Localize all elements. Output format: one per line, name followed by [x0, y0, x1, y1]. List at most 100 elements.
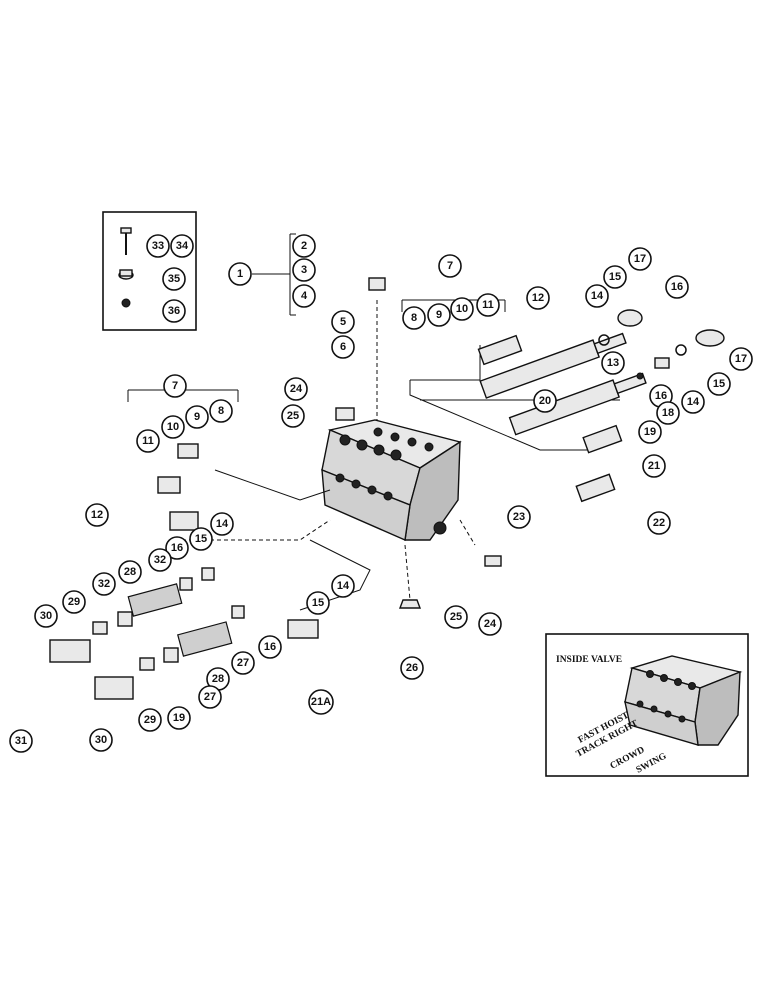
callout-circle	[170, 234, 194, 258]
callout-7: 7	[438, 254, 462, 278]
callout-circle	[707, 372, 731, 396]
callout-20: 20	[533, 389, 557, 413]
callout-circle	[526, 286, 550, 310]
callout-number: 30	[95, 734, 107, 746]
callout-29: 29	[62, 590, 86, 614]
callout-circle	[585, 284, 609, 308]
callout-4: 4	[292, 284, 316, 308]
callout-circle	[450, 297, 474, 321]
valve-body	[321, 419, 462, 542]
callout-number: 13	[607, 357, 619, 369]
callout-circle	[400, 656, 424, 680]
callout-number: 15	[609, 271, 621, 283]
callout-23: 23	[507, 505, 531, 529]
callout-14: 14	[585, 284, 609, 308]
callout-number: 26	[406, 662, 418, 674]
callout-number: 3	[301, 264, 307, 276]
bolt-part	[118, 227, 134, 308]
callout-number: 2	[301, 240, 307, 252]
callout-8: 8	[209, 399, 233, 423]
callout-26: 26	[400, 656, 424, 680]
callout-16: 16	[258, 635, 282, 659]
callout-number: 11	[142, 435, 154, 447]
callout-28: 28	[206, 667, 230, 691]
callout-14: 14	[331, 574, 355, 598]
callout-circle	[507, 505, 531, 529]
callout-circle	[146, 234, 170, 258]
callout-circle	[162, 299, 186, 323]
callout-circle	[638, 420, 662, 444]
callout-number: 12	[532, 292, 544, 304]
callout-circle	[89, 728, 113, 752]
callout-9: 9	[185, 405, 209, 429]
callout-circle	[308, 689, 334, 715]
callout-19: 19	[638, 420, 662, 444]
callout-number: 7	[172, 380, 178, 392]
callout-number: 7	[447, 260, 453, 272]
callout-circle	[427, 303, 451, 327]
callout-30: 30	[89, 728, 113, 752]
callout-number: 14	[216, 518, 229, 530]
callout-9: 9	[427, 303, 451, 327]
callout-number: 29	[68, 596, 80, 608]
callout-circle	[533, 389, 557, 413]
callout-number: 19	[644, 426, 656, 438]
callout-28: 28	[118, 560, 142, 584]
callout-number: 21A	[311, 696, 331, 708]
callout-number: 17	[735, 353, 747, 365]
callout-35: 35	[162, 267, 186, 291]
callout-number: 15	[713, 378, 725, 390]
callout-number: 27	[204, 691, 216, 703]
callout-number: 15	[195, 533, 207, 545]
callout-number: 34	[176, 240, 189, 252]
callout-30: 30	[34, 604, 58, 628]
callout-17: 17	[729, 347, 753, 371]
callout-circle	[34, 604, 58, 628]
callout-number: 16	[264, 641, 276, 653]
callout-number: 28	[124, 566, 136, 578]
callout-number: 9	[194, 411, 200, 423]
callout-6: 6	[331, 335, 355, 359]
callout-19: 19	[167, 706, 191, 730]
callout-number: 14	[591, 290, 604, 302]
callout-number: 8	[218, 405, 224, 417]
callout-number: 8	[411, 312, 417, 324]
callout-33: 33	[146, 234, 170, 258]
callout-24: 24	[284, 377, 308, 401]
callout-number: 24	[290, 383, 303, 395]
callout-circle	[281, 404, 305, 428]
callout-circle	[258, 635, 282, 659]
callout-34: 34	[170, 234, 194, 258]
callout-5: 5	[331, 310, 355, 334]
callout-circle	[681, 390, 705, 414]
callout-circle	[331, 335, 355, 359]
callout-number: 14	[337, 580, 350, 592]
callout-circle	[476, 293, 500, 317]
callout-number: 22	[653, 517, 665, 529]
callout-number: 32	[154, 554, 166, 566]
callout-circle	[331, 574, 355, 598]
inset-title: INSIDE VALVE	[556, 655, 622, 665]
callout-10: 10	[450, 297, 474, 321]
callout-number: 19	[173, 712, 185, 724]
callout-circle	[292, 234, 316, 258]
callout-number: 9	[436, 309, 442, 321]
callout-number: 29	[144, 714, 156, 726]
callout-circle	[161, 415, 185, 439]
detail-box	[102, 211, 197, 331]
callout-3: 3	[292, 258, 316, 282]
callout-11: 11	[476, 293, 500, 317]
callout-circle	[603, 265, 627, 289]
callout-number: 32	[98, 578, 110, 590]
callout-24: 24	[478, 612, 502, 636]
callout-circle	[478, 612, 502, 636]
callout-16: 16	[165, 536, 189, 560]
callout-16: 16	[665, 275, 689, 299]
callout-circle	[62, 590, 86, 614]
callout-circle	[628, 247, 652, 271]
callout-number: 4	[301, 290, 308, 302]
callout-number: 25	[287, 410, 299, 422]
callout-number: 24	[484, 618, 497, 630]
